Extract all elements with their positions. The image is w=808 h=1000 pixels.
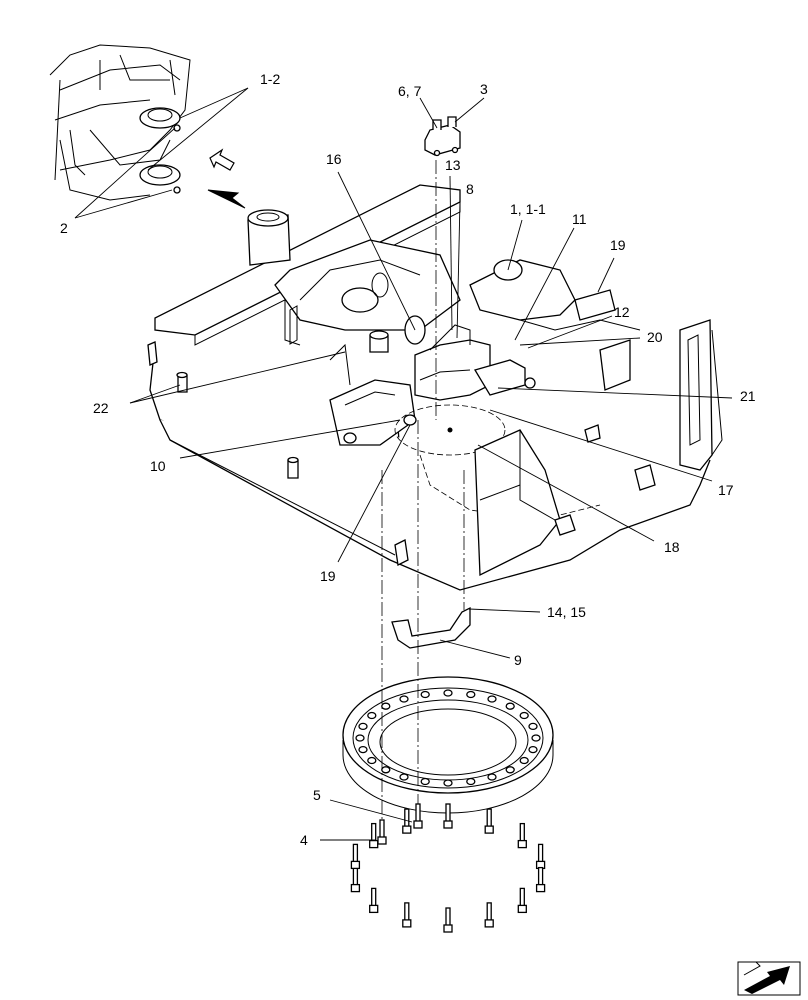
callout-10: 10: [150, 458, 166, 474]
callout-labels: 1-2 2 6, 7 3 16 13 8 1, 1-1 11 19 12 20 …: [60, 71, 756, 848]
callout-6-7: 6, 7: [398, 83, 422, 99]
lower-bracket-part: [391, 606, 471, 649]
ring-bolt-hole: [531, 734, 541, 742]
callout-13: 13: [445, 157, 461, 173]
ring-bolt-hole: [505, 702, 515, 710]
ring-bolt-hole: [358, 745, 368, 754]
bolt: [517, 887, 527, 914]
callout-22: 22: [93, 400, 109, 416]
ring-bolt-hole: [466, 690, 476, 699]
inset-detail-view: [49, 44, 191, 201]
ring-bolt-hole: [443, 779, 453, 787]
callout-5: 5: [313, 787, 321, 803]
ring-bolt-hole: [381, 766, 391, 774]
callout-17: 17: [718, 482, 734, 498]
callout-8: 8: [466, 181, 474, 197]
view-direction-arrow-icon: [207, 148, 246, 209]
callout-21: 21: [740, 388, 756, 404]
callout-19-top: 19: [610, 237, 626, 253]
ring-bolt-hole: [487, 695, 497, 703]
bolt: [377, 819, 387, 845]
bolt: [413, 803, 423, 829]
next-page-arrow-icon[interactable]: [737, 961, 801, 996]
callout-9: 9: [514, 652, 522, 668]
callout-16: 16: [326, 151, 342, 167]
bolt: [402, 808, 412, 834]
ring-bolt-hole: [399, 773, 409, 781]
bolt: [443, 907, 453, 933]
ring-bolt-hole: [355, 734, 365, 742]
bolt: [350, 843, 361, 870]
ring-bolt-hole: [528, 745, 538, 754]
bolt: [535, 866, 546, 893]
callout-4: 4: [300, 832, 308, 848]
ring-bolt-hole: [367, 711, 377, 720]
ring-bolt-hole: [466, 777, 476, 786]
bolt: [369, 822, 379, 849]
ring-bolt-hole: [420, 690, 430, 699]
ring-bolt-hole: [420, 777, 430, 786]
bolt: [402, 902, 412, 928]
ring-bolt-hole: [487, 773, 497, 781]
callout-1-2: 1-2: [260, 71, 280, 87]
bolt: [535, 843, 546, 870]
bolt: [350, 866, 361, 893]
callout-14-15: 14, 15: [547, 604, 586, 620]
callout-2: 2: [60, 220, 68, 236]
callout-3: 3: [480, 81, 488, 97]
ring-bolt-hole: [358, 722, 368, 731]
swing-bearing-ring: [342, 676, 554, 814]
ring-bolt-holes: [355, 689, 541, 787]
leader-lines: [74, 87, 733, 841]
bolt: [484, 808, 494, 834]
ring-bolt-hole: [367, 756, 377, 765]
upper-frame-assembly: [147, 184, 723, 591]
callout-20: 20: [647, 329, 663, 345]
ring-bolt-hole: [519, 756, 529, 765]
callout-19-bottom: 19: [320, 568, 336, 584]
bolt: [517, 822, 527, 849]
ring-bolt-hole: [528, 722, 538, 731]
ring-bolt-hole: [505, 766, 515, 774]
ring-bolt-hole: [443, 689, 453, 697]
bolt: [369, 887, 379, 914]
bolt-set: [350, 803, 546, 933]
callout-12: 12: [614, 304, 630, 320]
callout-1-1-1: 1, 1-1: [510, 201, 546, 217]
ring-bolt-hole: [399, 695, 409, 703]
assembly-centerlines: [381, 160, 465, 835]
ring-bolt-hole: [381, 702, 391, 710]
callout-11: 11: [572, 211, 587, 227]
bolt: [484, 902, 494, 928]
top-bracket-part: [424, 116, 461, 157]
ring-bolt-hole: [519, 711, 529, 720]
callout-18: 18: [664, 539, 680, 555]
bolt: [443, 803, 453, 829]
